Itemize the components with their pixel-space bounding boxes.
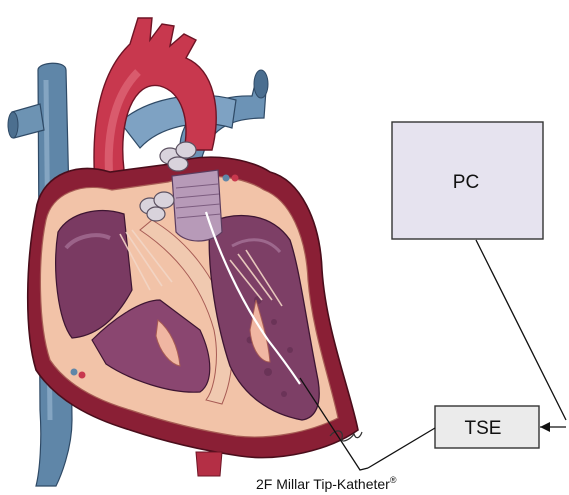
tse-to-catheter-line	[368, 428, 435, 468]
pulmonary-artery-upper	[120, 95, 236, 148]
heart-illustration	[8, 18, 362, 486]
aortic-root	[172, 170, 222, 241]
catheter-caption: 2F Millar Tip-Katheter®	[256, 475, 397, 492]
descending-aorta	[196, 452, 222, 476]
tse-label: TSE	[465, 418, 502, 439]
registered-mark: ®	[390, 475, 397, 485]
arrowhead-into-tse	[540, 422, 550, 432]
catheter-caption-text: 2F Millar Tip-Katheter	[256, 476, 390, 492]
pc-label: PC	[453, 172, 479, 193]
pc-to-right-edge-line	[476, 240, 566, 420]
